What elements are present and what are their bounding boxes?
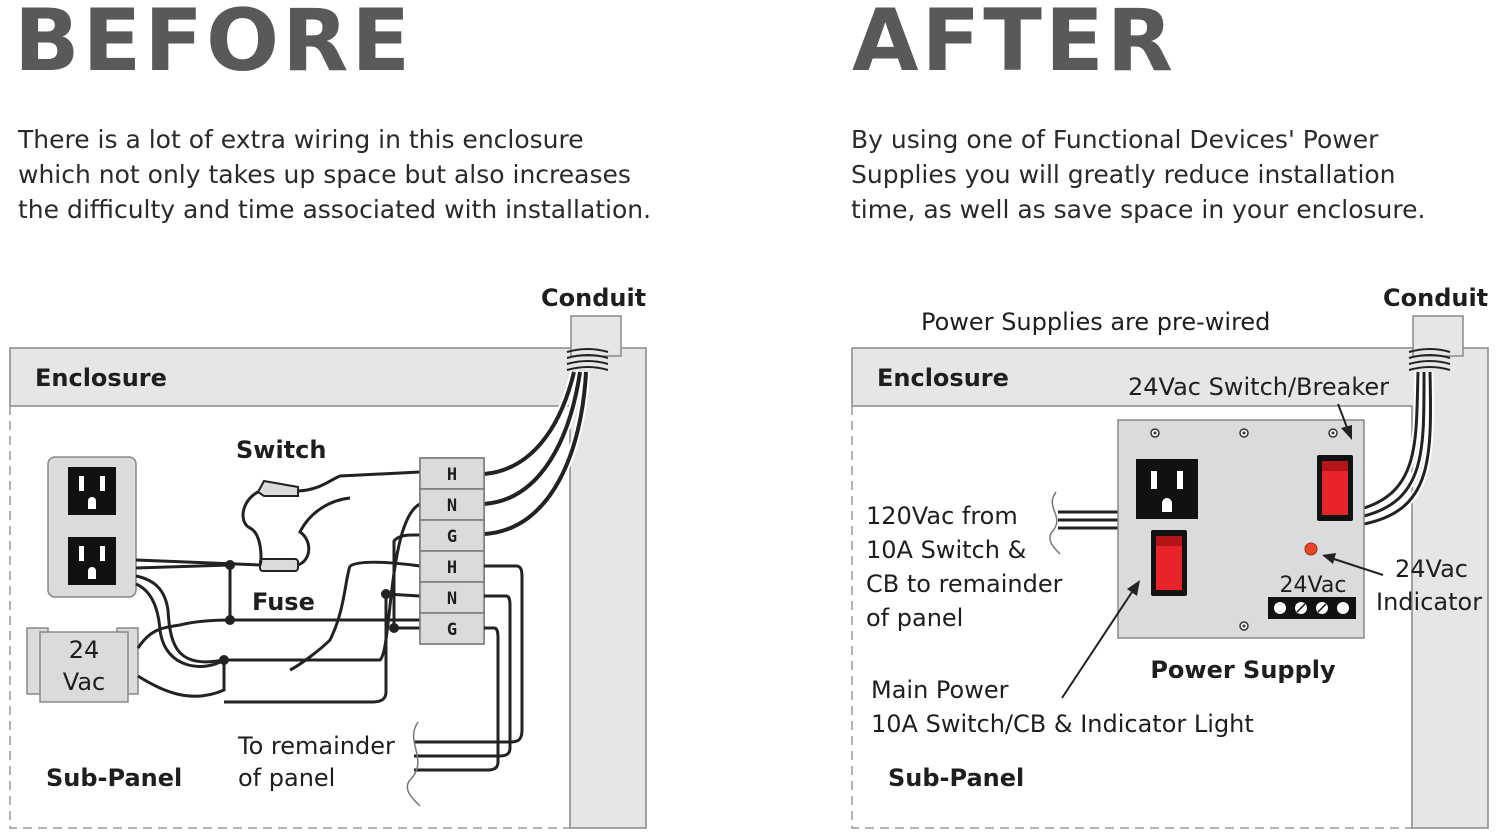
before-remainder-label-1: To remainder: [237, 732, 395, 760]
after-enclosure-edge: [851, 406, 1412, 829]
power-supply-unit: 24Vac: [1117, 419, 1365, 639]
main-power-rocker: [1151, 530, 1187, 596]
switch-breaker-arrow: [1337, 403, 1352, 440]
after-sub-panel-label: Sub-Panel: [888, 764, 1024, 792]
before-conduit-wires: [483, 371, 590, 538]
terminal-label: N: [447, 496, 457, 516]
after-conduit-label: Conduit: [1383, 284, 1488, 312]
after-heading: AFTER: [852, 0, 1176, 91]
after-description-line: By using one of Functional Devices' Powe…: [851, 125, 1379, 154]
indicator-label-1: 24Vac: [1395, 555, 1468, 583]
before-description-line: the difficulty and time associated with …: [18, 195, 652, 224]
before-transformer-label-2: Vac: [63, 668, 105, 696]
feed-label-2: 10A Switch &: [866, 536, 1026, 564]
feed-label-1: 120Vac from: [866, 502, 1018, 530]
before-switch: [256, 479, 299, 497]
main-power-label-1: Main Power: [871, 676, 1009, 704]
before-description: There is a lot of extra wiring in this e…: [18, 122, 651, 227]
before-enclosure-label: Enclosure: [35, 364, 167, 392]
after-feed-wires: [1058, 510, 1118, 530]
indicator-arrow: [1322, 553, 1384, 576]
before-description-line: which not only takes up space but also i…: [18, 160, 631, 189]
before-diagram: Conduit Enclosure 24: [9, 284, 647, 829]
before-heading: BEFORE: [14, 0, 414, 91]
before-wire-junctions: [219, 560, 399, 665]
after-diagram: Conduit Power Supplies are pre-wired Enc…: [851, 284, 1489, 829]
before-conduit-coils: [566, 348, 609, 371]
terminal-strip-24vac: [1268, 597, 1356, 619]
before-fuse-label: Fuse: [252, 588, 315, 616]
feed-label-4: of panel: [866, 604, 963, 632]
before-transformer-label-1: 24: [69, 636, 100, 664]
main-power-label-2: 10A Switch/CB & Indicator Light: [871, 710, 1254, 738]
before-remainder-wires: [414, 564, 524, 772]
after-conduit-coils: [1408, 348, 1451, 371]
terminal-label: G: [447, 527, 457, 547]
terminal-label: H: [447, 465, 457, 485]
before-transformer: 24 Vac: [26, 627, 139, 703]
before-sub-panel-label: Sub-Panel: [46, 764, 182, 792]
before-conduit-label: Conduit: [541, 284, 646, 312]
terminal-label: G: [447, 620, 457, 640]
power-supply-label: Power Supply: [1150, 656, 1336, 684]
switch-breaker-24vac-rocker: [1317, 455, 1353, 521]
main-power-arrow: [1061, 580, 1140, 699]
terminal-label: N: [447, 589, 457, 609]
before-terminal-block: H N G H N G: [419, 457, 485, 645]
after-conduit-wires: [1362, 371, 1435, 528]
feed-label-3: CB to remainder: [866, 570, 1063, 598]
before-fuse: [259, 558, 299, 572]
after-description-line: time, as well as save space in your encl…: [851, 195, 1426, 224]
before-internal-wires: [135, 470, 421, 704]
switch-breaker-24vac-label: 24Vac Switch/Breaker: [1128, 373, 1389, 401]
after-description-line: Supplies you will greatly reduce install…: [851, 160, 1396, 189]
after-prewired-label: Power Supplies are pre-wired: [921, 308, 1270, 336]
after-break-mark: [1049, 491, 1061, 555]
before-remainder-label-2: of panel: [238, 764, 335, 792]
indicator-led: [1304, 542, 1318, 556]
before-enclosure-edge: [9, 406, 570, 829]
after-enclosure-label: Enclosure: [877, 364, 1009, 392]
before-duplex-receptacle: [47, 456, 137, 598]
before-switch-label: Switch: [236, 436, 326, 464]
terminal-24vac-label: 24Vac: [1280, 573, 1347, 598]
after-description: By using one of Functional Devices' Powe…: [851, 122, 1425, 227]
before-description-line: There is a lot of extra wiring in this e…: [18, 125, 584, 154]
terminal-label: H: [447, 558, 457, 578]
after-receptacle: [1136, 459, 1198, 519]
before-break-mark: [406, 721, 421, 807]
indicator-label-2: Indicator: [1376, 588, 1482, 616]
